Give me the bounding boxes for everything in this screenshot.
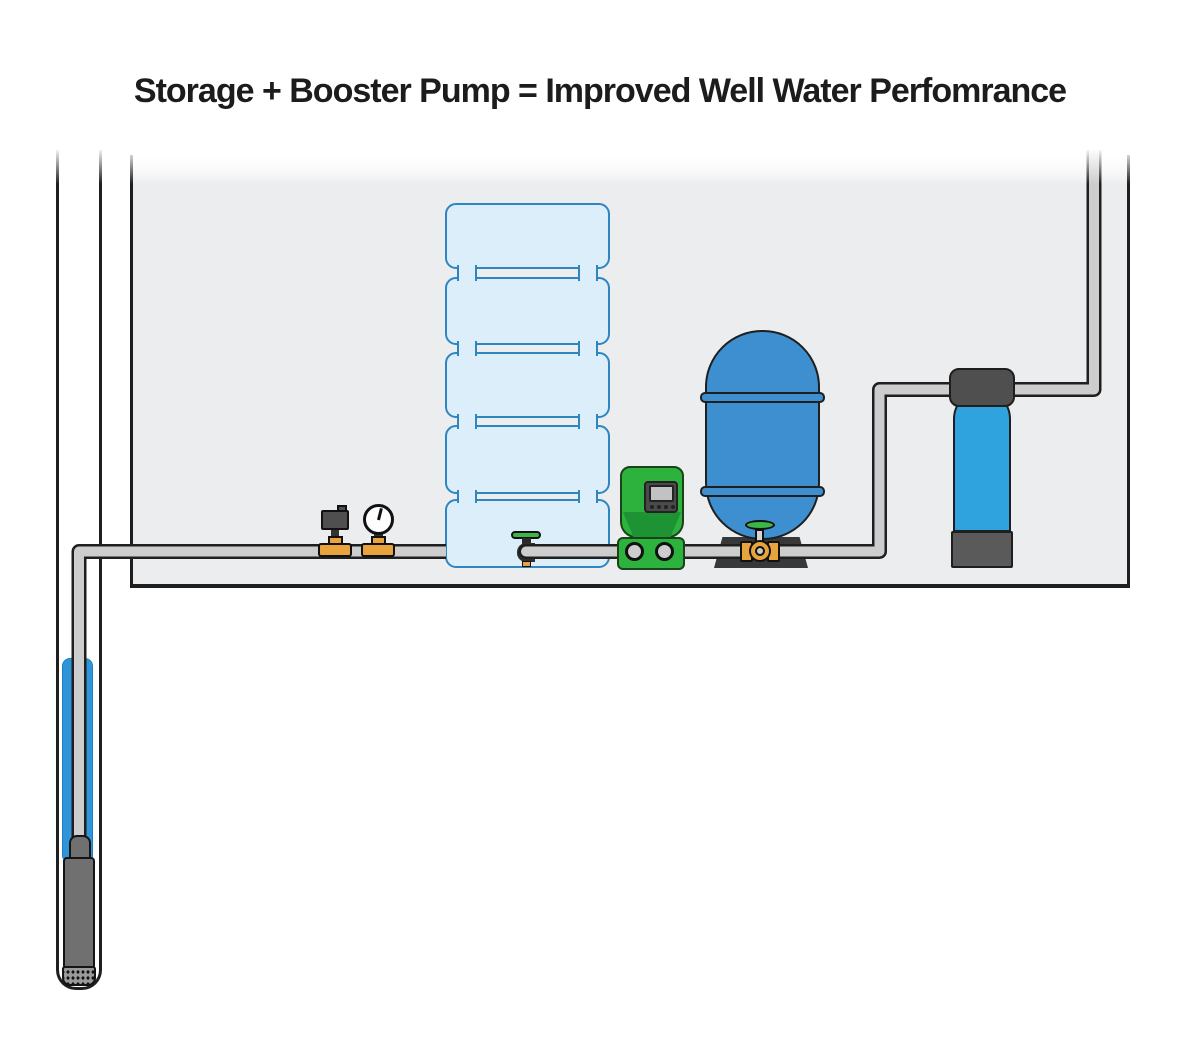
- pump-body: [63, 857, 95, 970]
- filter-tank-body: [953, 390, 1011, 532]
- storage-tank-module: [445, 203, 610, 269]
- pump-intake-screen: [62, 966, 96, 986]
- switch-box: [321, 510, 349, 530]
- filter-tank-base: [951, 531, 1013, 568]
- pump-outlet-port: [655, 542, 674, 561]
- storage-tank-module: [445, 425, 610, 494]
- tank-connector: [457, 414, 477, 429]
- brass-tee-neck: [371, 536, 386, 546]
- pump-button: [664, 505, 668, 509]
- tank-connector: [578, 490, 598, 503]
- page-title: Storage + Booster Pump = Improved Well W…: [133, 72, 1067, 110]
- tank-connector: [457, 490, 477, 503]
- tank-connector: [457, 265, 477, 281]
- tank-connector: [457, 341, 477, 356]
- pump-button: [671, 505, 675, 509]
- pressure-tank-band: [700, 486, 825, 497]
- tank-connector: [578, 265, 598, 281]
- booster-pump-shade: [623, 512, 681, 537]
- filter-head: [949, 368, 1015, 407]
- storage-tank-module: [445, 277, 610, 345]
- well-supply-pipe: [74, 546, 446, 842]
- well-supply-pipe-outline: [71, 544, 446, 842]
- pump-button: [657, 505, 661, 509]
- well-water: [62, 658, 93, 860]
- brass-tee: [361, 543, 395, 557]
- faucet-post: [522, 538, 531, 545]
- faucet-body: [517, 543, 535, 562]
- pump-button: [650, 505, 654, 509]
- tank-connector: [578, 414, 598, 429]
- faucet-tip: [522, 561, 531, 567]
- switch-stem: [331, 527, 339, 537]
- brass-tee-neck: [328, 536, 343, 546]
- pressure-tank-band: [700, 392, 825, 403]
- pump-inlet-port: [625, 542, 644, 561]
- tank-connector: [578, 341, 598, 356]
- pressure-tank-body: [705, 330, 820, 540]
- ball-valve-port: [755, 546, 765, 556]
- storage-tank-module: [445, 352, 610, 418]
- brass-tee: [318, 543, 352, 557]
- booster-pump-display: [649, 485, 674, 502]
